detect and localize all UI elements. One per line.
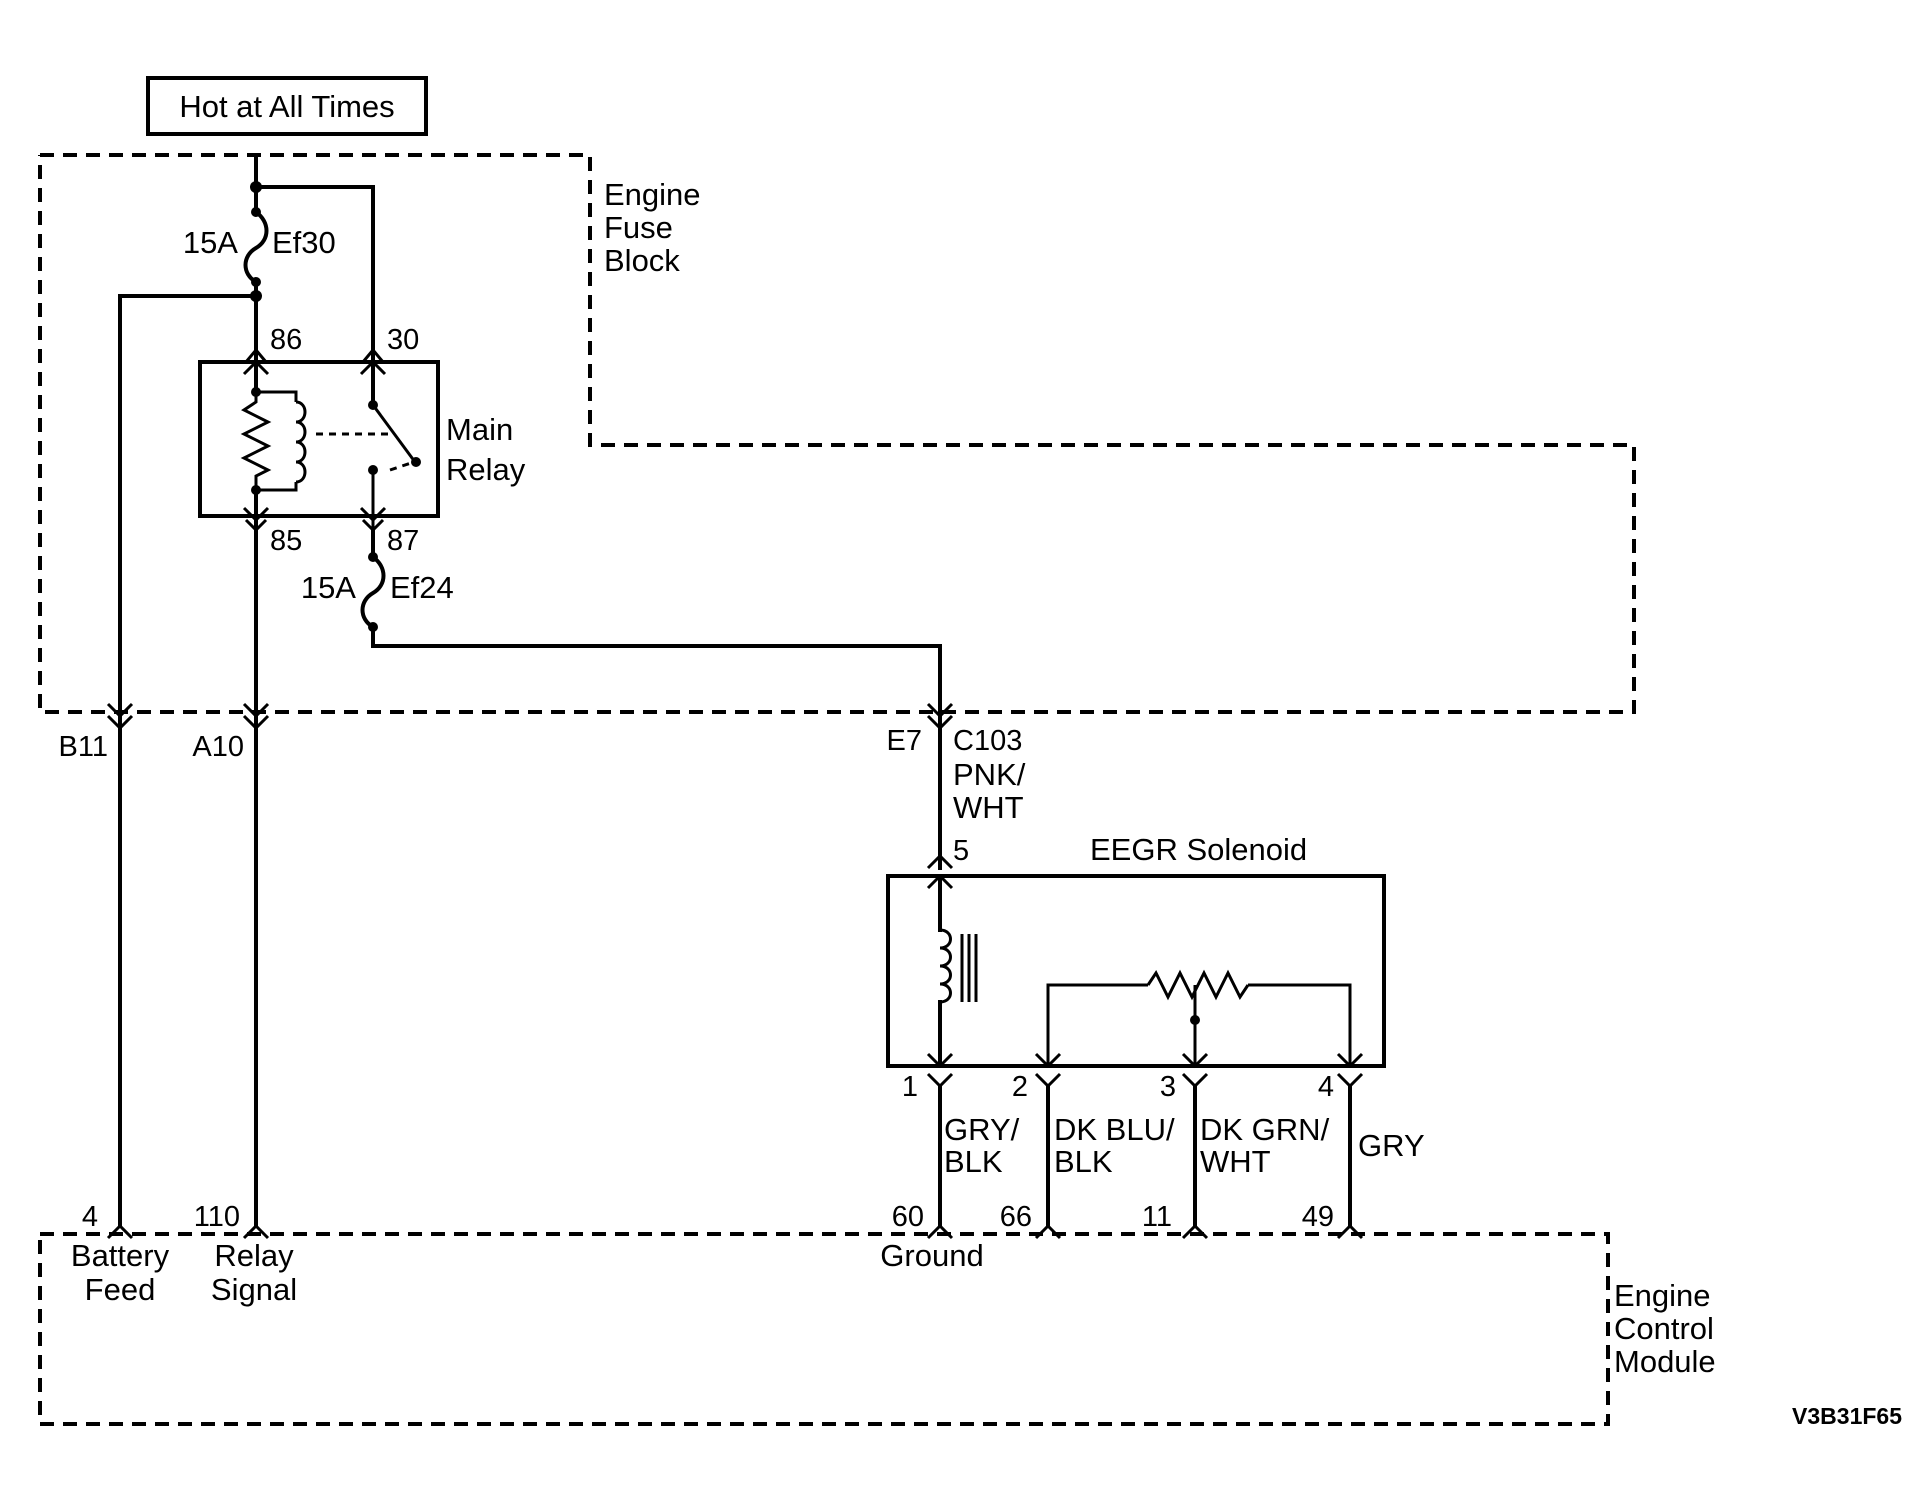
solenoid-pin-1: 1 — [902, 1071, 918, 1103]
engine-fuse-block-label-3: Block — [604, 243, 680, 278]
pnk-wht-wire: PNK/ WHT — [938, 714, 1026, 870]
eegr-solenoid: EEGR Solenoid 5 1 2 3 4 — [886, 832, 1386, 1103]
battery-feed-branch — [118, 290, 262, 714]
fuse-ef30-rating: 15A — [183, 225, 238, 260]
ecm-pin-110: 110 — [194, 1201, 240, 1233]
ecm-ground-label: Ground — [880, 1238, 983, 1273]
fuse-ef24-rating: 15A — [301, 570, 356, 605]
ecm-pin-66: 66 — [1000, 1201, 1032, 1233]
wire-gry-blk-label-2: BLK — [944, 1144, 1003, 1179]
ecm-relay-signal-label-1: Relay — [214, 1238, 294, 1273]
connector-pin-e7: E7 — [887, 725, 922, 757]
engine-fuse-block-outline: Engine Fuse Block — [38, 153, 1636, 714]
ecm-battery-feed-label-1: Battery — [71, 1238, 170, 1273]
engine-control-module: 4 110 60 66 11 49 Battery Feed Relay Sig… — [38, 1201, 1716, 1426]
wire-dk-grn-wht-label-2: WHT — [1200, 1144, 1271, 1179]
solenoid-pin-5: 5 — [953, 835, 969, 867]
ecm-label-3: Module — [1614, 1344, 1716, 1379]
engine-fuse-block-label-1: Engine — [604, 177, 701, 212]
figure-id: V3B31F65 — [1792, 1403, 1902, 1429]
solenoid-pin-2: 2 — [1012, 1071, 1028, 1103]
eegr-solenoid-title: EEGR Solenoid — [1090, 832, 1307, 867]
battery-feed-wiring — [250, 153, 375, 354]
relay-pin-85: 85 — [270, 525, 302, 557]
power-source-text: Hot at All Times — [179, 89, 394, 124]
fuse-ef30-name: Ef30 — [272, 225, 336, 260]
solenoid-pin-4: 4 — [1318, 1071, 1334, 1103]
connector-pin-b11: B11 — [59, 731, 108, 763]
wire-dk-blu-blk-label-2: BLK — [1054, 1144, 1113, 1179]
main-relay-label-1: Main — [446, 412, 513, 447]
connector-name: C103 — [953, 725, 1022, 757]
fuse-ef24: 15A Ef24 — [301, 528, 942, 714]
ecm-relay-signal-label-2: Signal — [211, 1272, 297, 1307]
ecm-pin-11: 11 — [1142, 1201, 1172, 1233]
relay-pin-86: 86 — [270, 324, 302, 356]
engine-fuse-block-label-2: Fuse — [604, 210, 673, 245]
wire-gry-label: GRY — [1358, 1128, 1425, 1163]
connector-pin-a10: A10 — [192, 731, 244, 763]
wire-pnk-wht-label-2: WHT — [953, 790, 1024, 825]
fuse-ef24-name: Ef24 — [390, 570, 454, 605]
wire-dk-blu-blk-label-1: DK BLU/ — [1054, 1112, 1175, 1147]
ecm-pin-4: 4 — [82, 1201, 98, 1233]
wire-pnk-wht-label-1: PNK/ — [953, 757, 1026, 792]
main-relay-label-2: Relay — [446, 452, 526, 487]
fuse-ef30: 15A Ef30 — [183, 207, 336, 354]
solenoid-pin-3: 3 — [1160, 1071, 1176, 1103]
power-source-label: Hot at All Times — [146, 76, 428, 136]
ecm-label-1: Engine — [1614, 1278, 1711, 1313]
wire-dk-grn-wht-label-1: DK GRN/ — [1200, 1112, 1330, 1147]
connector-c103: B11 A10 E7 C103 — [59, 702, 1022, 763]
ecm-label-2: Control — [1614, 1311, 1714, 1346]
ecm-battery-feed-label-2: Feed — [85, 1272, 156, 1307]
relay-pin-30: 30 — [387, 324, 419, 356]
main-relay: 86 30 85 87 Main Relay — [198, 324, 526, 557]
ecm-pin-49: 49 — [1302, 1201, 1334, 1233]
relay-pin-87: 87 — [387, 525, 419, 557]
ecm-pin-60: 60 — [892, 1201, 924, 1233]
wire-gry-blk-label-1: GRY/ — [944, 1112, 1020, 1147]
solenoid-output-wires: GRY/ BLK DK BLU/ BLK DK GRN/ WHT GRY — [938, 1084, 1425, 1228]
